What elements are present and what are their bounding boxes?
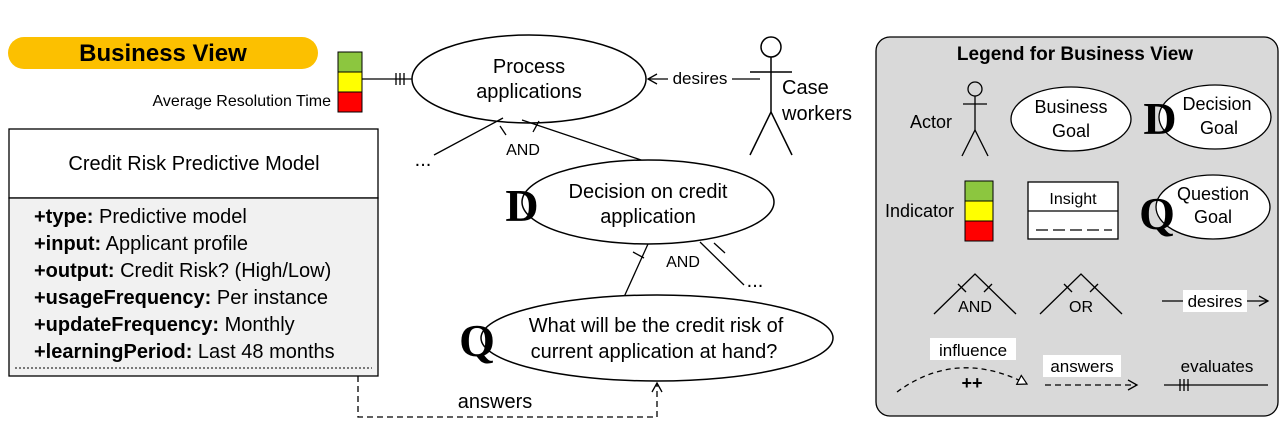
- legend-influence-link: influence ++: [896, 338, 1027, 393]
- legend-insight: Insight: [1027, 181, 1119, 240]
- legend-indicator-icon: [964, 180, 994, 242]
- model-attribute-value: Per instance: [211, 287, 328, 309]
- model-attribute-value: Monthly: [219, 314, 295, 336]
- model-attribute-row: +type: Predictive model: [34, 206, 247, 228]
- ellipsis-right: ...: [747, 270, 764, 292]
- decision-line1: Decision on credit: [569, 181, 728, 203]
- legend-indicator-label: Indicator: [885, 201, 954, 221]
- model-attribute-key: +input:: [34, 233, 101, 255]
- goal-line1: Process: [493, 56, 565, 78]
- indicator-green: [337, 51, 363, 73]
- answers-label: answers: [458, 391, 532, 413]
- model-attribute-key: +learningPeriod:: [34, 341, 192, 363]
- model-attribute-value: Last 48 months: [192, 341, 334, 363]
- question-line2: current application at hand?: [531, 341, 778, 363]
- legend-business-goal-line2: Goal: [1052, 121, 1090, 141]
- and-label-goal: AND: [506, 142, 540, 159]
- legend-decision-line2: Goal: [1200, 118, 1238, 138]
- model-attribute-key: +output:: [34, 260, 115, 282]
- legend-actor-label: Actor: [910, 112, 952, 132]
- legend-title: Legend for Business View: [957, 44, 1193, 65]
- legend-evaluates-label: evaluates: [1181, 357, 1254, 376]
- desires-label: desires: [673, 69, 728, 88]
- evaluates-link: [362, 73, 412, 85]
- legend-insight-label: Insight: [1049, 191, 1097, 208]
- desires-link: desires: [646, 68, 760, 88]
- actor-case-workers: Case workers: [749, 36, 852, 156]
- business-view-title: Business View: [8, 37, 318, 69]
- model-attribute-value: Credit Risk? (High/Low): [115, 260, 332, 282]
- question-marker-icon: Q: [459, 315, 495, 366]
- goal-line2: applications: [476, 81, 582, 103]
- legend-answers-label: answers: [1050, 357, 1113, 376]
- legend-desires-link: desires: [1162, 290, 1270, 312]
- answers-link: answers: [357, 376, 663, 418]
- legend-decision-line1: Decision: [1182, 94, 1251, 114]
- and-label-decision: AND: [666, 254, 700, 271]
- indicator-yellow: [337, 71, 363, 93]
- actor-icon: [749, 36, 793, 156]
- legend-actor-icon: [961, 81, 989, 157]
- actor-line2: workers: [781, 103, 852, 125]
- legend-question-goal: Q Question Goal: [1139, 174, 1271, 240]
- legend-evaluates-link: evaluates: [1164, 357, 1268, 391]
- model-attribute-key: +type:: [34, 206, 93, 228]
- model-attribute-value: Applicant profile: [101, 233, 248, 255]
- legend-influence-label: influence: [939, 341, 1007, 360]
- decision-goal: D Decision on credit application: [505, 159, 775, 245]
- indicator-red: [337, 91, 363, 113]
- actor-line1: Case: [782, 77, 829, 99]
- model-attribute-row: +input: Applicant profile: [34, 233, 248, 255]
- legend-or-icon: [1039, 273, 1123, 315]
- ellipsis-left: ...: [415, 149, 432, 171]
- legend-question-line2: Goal: [1194, 207, 1232, 227]
- decision-marker-icon: D: [505, 180, 538, 231]
- legend-question-line1: Question: [1177, 184, 1249, 204]
- model-attribute-row: +output: Credit Risk? (High/Low): [34, 260, 331, 282]
- legend-and-icon: [933, 273, 1017, 315]
- indicator-label: Average Resolution Time: [153, 93, 332, 110]
- legend-decision-goal: D Decision Goal: [1143, 84, 1272, 150]
- model-attributes: +type: Predictive model +input: Applicant…: [34, 206, 335, 363]
- indicator-traffic-light: [337, 51, 363, 113]
- and-decomposition-goal: [433, 117, 651, 164]
- decision-line2: application: [600, 206, 696, 228]
- legend-business-goal: Business Goal: [1010, 86, 1132, 152]
- legend-answers-link: answers: [1043, 355, 1139, 391]
- model-name: Credit Risk Predictive Model: [68, 153, 319, 175]
- model-attribute-row: +usageFrequency: Per instance: [34, 287, 328, 309]
- legend-decision-marker-icon: D: [1143, 93, 1176, 144]
- legend-and-label: AND: [958, 299, 992, 316]
- model-attribute-key: +updateFrequency:: [34, 314, 219, 336]
- page-title: Business View: [79, 40, 247, 67]
- legend-question-marker-icon: Q: [1139, 188, 1175, 239]
- question-line1: What will be the credit risk of: [529, 315, 784, 337]
- legend-panel: Legend for Business View Actor Business …: [875, 36, 1279, 417]
- legend-or-label: OR: [1069, 299, 1093, 316]
- business-goal-process-applications: Process applications: [411, 34, 647, 124]
- model-attribute-key: +usageFrequency:: [34, 287, 211, 309]
- legend-business-goal-line1: Business: [1034, 97, 1107, 117]
- legend-influence-mark: ++: [961, 373, 982, 393]
- model-attribute-value: Predictive model: [93, 206, 246, 228]
- and-decomposition-decision: [623, 241, 745, 298]
- question-goal: Q What will be the credit risk of curren…: [459, 294, 834, 382]
- credit-risk-model-box: Credit Risk Predictive Model +type: Pred…: [8, 128, 379, 377]
- model-attribute-row: +learningPeriod: Last 48 months: [34, 341, 335, 363]
- model-attribute-row: +updateFrequency: Monthly: [34, 314, 295, 336]
- legend-desires-label: desires: [1188, 292, 1243, 311]
